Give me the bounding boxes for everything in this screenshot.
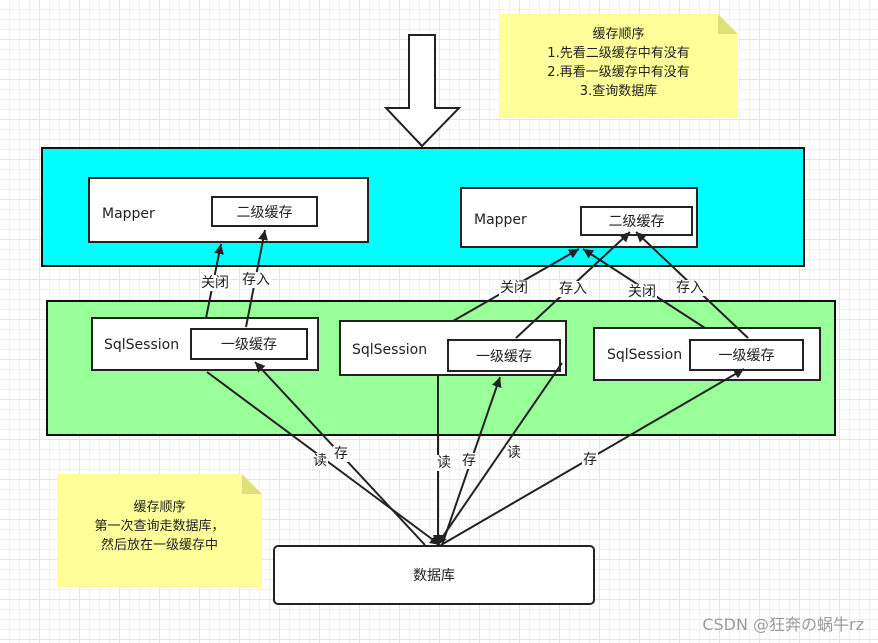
first-level-cache: 一级缓存 [689, 339, 804, 371]
sqlsession-label: SqlSession [352, 342, 428, 358]
first-level-cache: 一级缓存 [447, 339, 561, 372]
mapper-label: Mapper [102, 206, 155, 222]
arrow-read-3 [436, 362, 563, 546]
note-line: 2.再看一级缓存中有没有 [547, 65, 690, 80]
edge-label-close: 关闭 [200, 275, 230, 291]
edge-label-close: 关闭 [627, 284, 657, 300]
note-line: 缓存顺序 [592, 27, 645, 42]
second-level-cache: 二级缓存 [211, 196, 318, 227]
note-line: 第一次查询走数据库， [94, 519, 225, 534]
second-level-cache: 二级缓存 [580, 206, 693, 236]
edge-label-close: 关闭 [499, 280, 529, 296]
mapper-box-1: Mapper 二级缓存 [88, 177, 369, 243]
edge-label-store: 存入 [675, 280, 705, 296]
mapper-label: Mapper [474, 212, 527, 228]
sqlsession-box-3: SqlSession 一级缓存 [593, 327, 821, 381]
note-top: 缓存顺序 1.先看二级缓存中有没有 2.再看一级缓存中有没有 3.查询数据库 [499, 14, 738, 118]
edge-label-read: 读 [436, 455, 452, 471]
mapper-box-2: Mapper 二级缓存 [460, 187, 698, 248]
sqlsession-label: SqlSession [607, 347, 683, 363]
note-bottom: 缓存顺序 第一次查询走数据库， 然后放在一级缓存中 [57, 474, 262, 588]
watermark: CSDN @狂奔の蜗牛rz [702, 615, 864, 634]
edge-label-save: 存 [461, 453, 477, 469]
first-level-cache: 一级缓存 [190, 328, 308, 360]
edge-label-read: 读 [506, 445, 522, 461]
note-line: 1.先看二级缓存中有没有 [547, 46, 690, 61]
sqlsession-box-2: SqlSession 一级缓存 [339, 320, 567, 376]
note-line: 3.查询数据库 [579, 84, 658, 99]
database-box: 数据库 [273, 545, 595, 605]
note-line: 缓存顺序 [133, 500, 186, 515]
edge-label-save: 存 [582, 452, 598, 468]
edge-label-store: 存入 [558, 281, 588, 297]
sqlsession-box-1: SqlSession 一级缓存 [91, 317, 319, 371]
note-line: 然后放在一级缓存中 [100, 538, 218, 553]
entry-arrow [383, 34, 462, 148]
edge-label-store: 存入 [241, 272, 271, 288]
edge-label-read: 读 [312, 453, 328, 469]
sqlsession-label: SqlSession [104, 337, 180, 353]
edge-label-save: 存 [333, 446, 349, 462]
